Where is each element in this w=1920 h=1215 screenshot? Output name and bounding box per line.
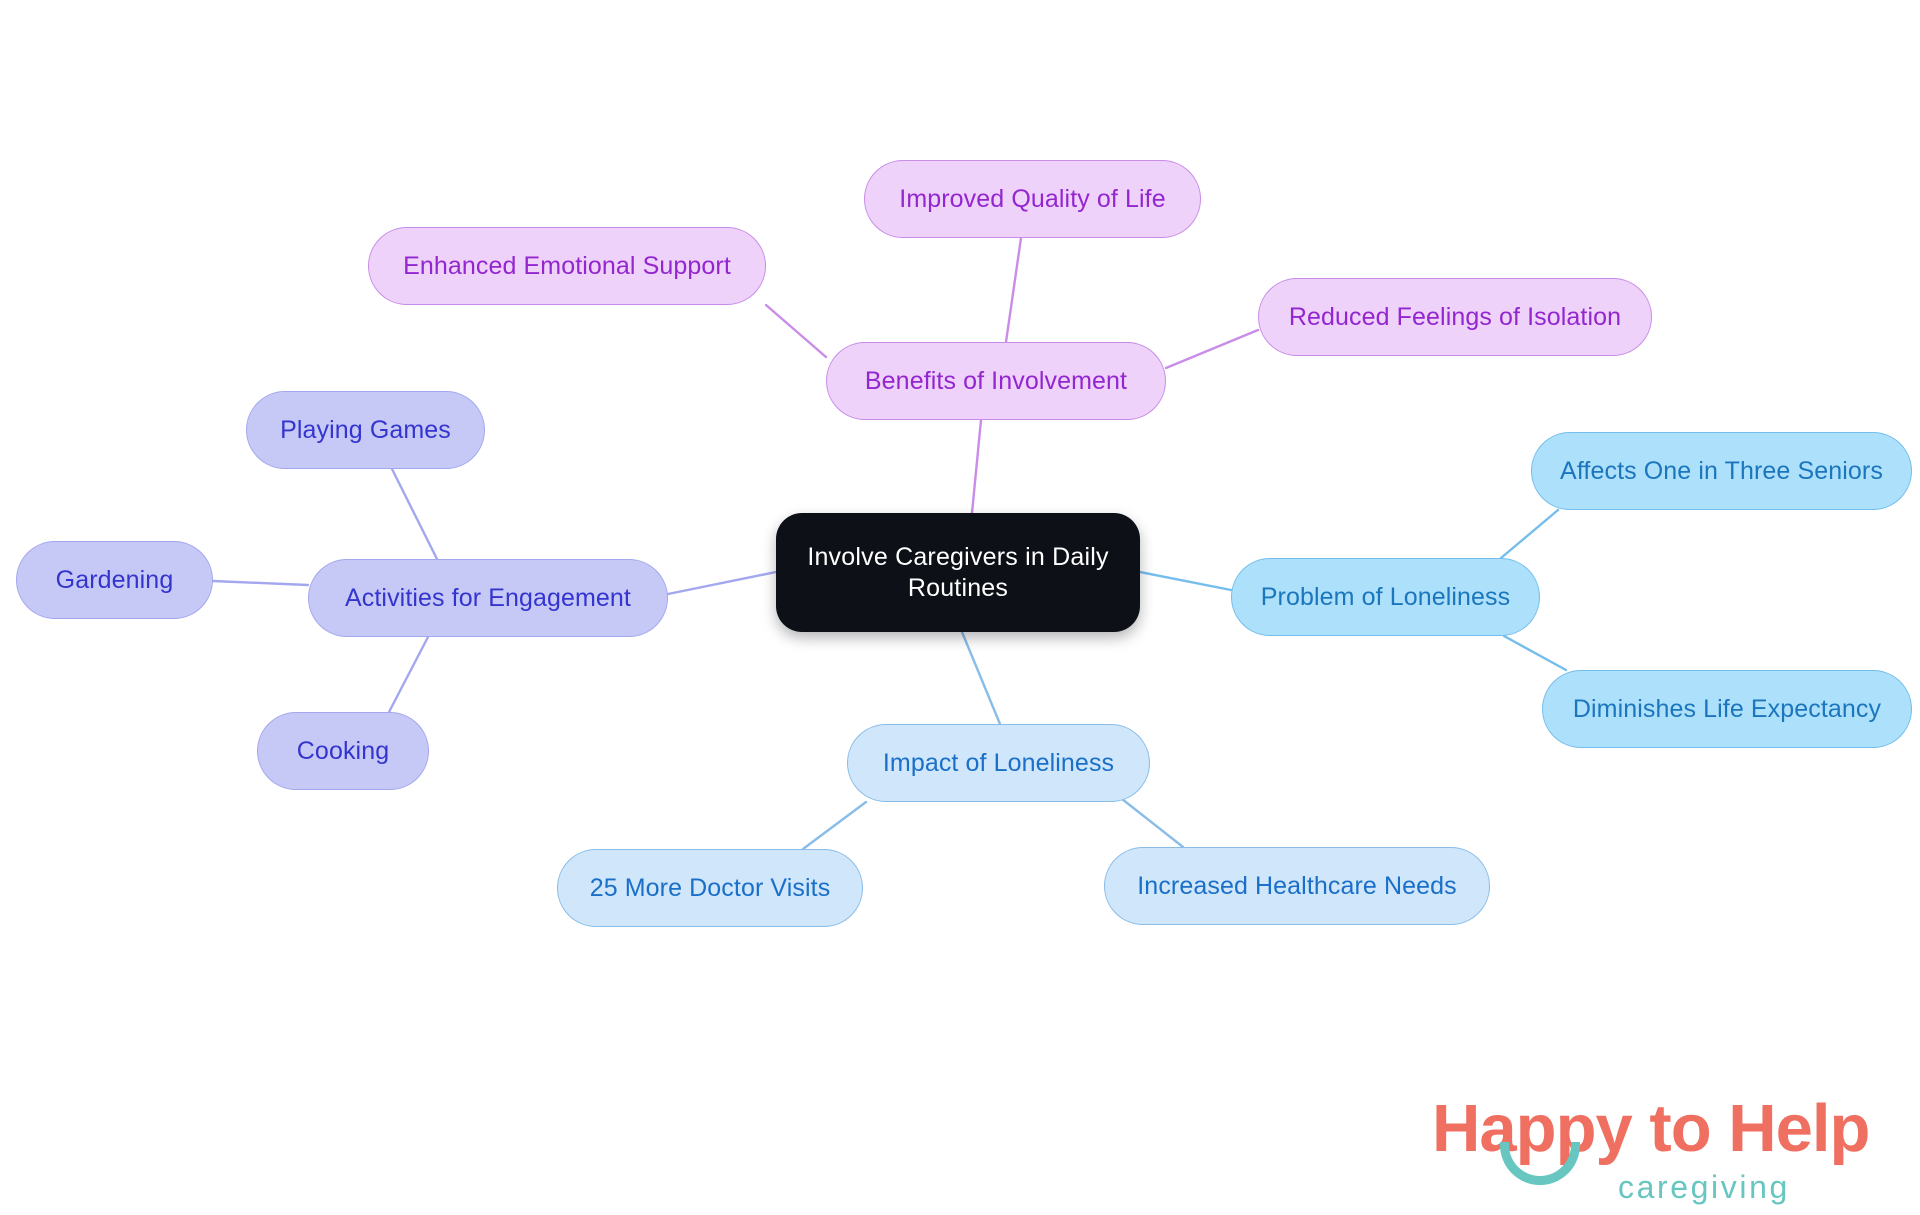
mindmap-leaf-improved-quality-of-life[interactable]: Improved Quality of Life: [864, 160, 1201, 238]
edge-impact-healthcare-needs: [1120, 797, 1185, 849]
mindmap-leaf-diminishes-life-expectancy[interactable]: Diminishes Life Expectancy: [1542, 670, 1912, 748]
brand-subword: caregiving: [1618, 1169, 1790, 1205]
mindmap-branch-benefits[interactable]: Benefits of Involvement: [826, 342, 1166, 420]
edge-root-benefits: [970, 418, 983, 515]
edge-activities-playing-games: [390, 467, 439, 561]
brand-wordmark: Happy to Help: [1432, 1091, 1870, 1166]
mindmap-branch-activities[interactable]: Activities for Engagement: [308, 559, 668, 637]
mindmap-root-node[interactable]: Involve Caregivers in Daily Routines: [776, 513, 1140, 632]
mindmap-leaf-increased-healthcare-needs[interactable]: Increased Healthcare Needs: [1104, 847, 1490, 925]
brand-logo: Happy to Help caregiving: [1432, 1095, 1882, 1205]
edge-benefits-improved-quality: [1004, 236, 1023, 344]
mindmap-branch-problem-of-loneliness[interactable]: Problem of Loneliness: [1231, 558, 1540, 636]
mindmap-leaf-affects-one-in-three-seniors[interactable]: Affects One in Three Seniors: [1531, 432, 1912, 510]
smile-icon: [1500, 1142, 1580, 1185]
edge-benefits-enhanced-support: [764, 303, 828, 359]
edge-activities-cooking: [387, 635, 430, 714]
edge-activities-gardening: [211, 579, 310, 587]
mindmap-leaf-cooking[interactable]: Cooking: [257, 712, 429, 790]
mindmap-leaf-reduced-feelings-of-isolation[interactable]: Reduced Feelings of Isolation: [1258, 278, 1652, 356]
mindmap-leaf-enhanced-emotional-support[interactable]: Enhanced Emotional Support: [368, 227, 766, 305]
mindmap-leaf-gardening[interactable]: Gardening: [16, 541, 213, 619]
mindmap-branch-impact-of-loneliness[interactable]: Impact of Loneliness: [847, 724, 1150, 802]
edge-impact-doctor-visits: [801, 800, 868, 851]
edge-benefits-reduced-isolation: [1164, 328, 1260, 370]
edge-root-impact: [960, 630, 1002, 726]
mindmap-leaf-playing-games[interactable]: Playing Games: [246, 391, 485, 469]
edge-problem-diminishes-life: [1502, 634, 1568, 672]
edge-problem-affects-seniors: [1499, 508, 1560, 560]
mindmap-leaf-25-more-doctor-visits[interactable]: 25 More Doctor Visits: [557, 849, 863, 927]
edge-root-activities: [666, 570, 778, 596]
edge-root-problem: [1138, 570, 1233, 592]
